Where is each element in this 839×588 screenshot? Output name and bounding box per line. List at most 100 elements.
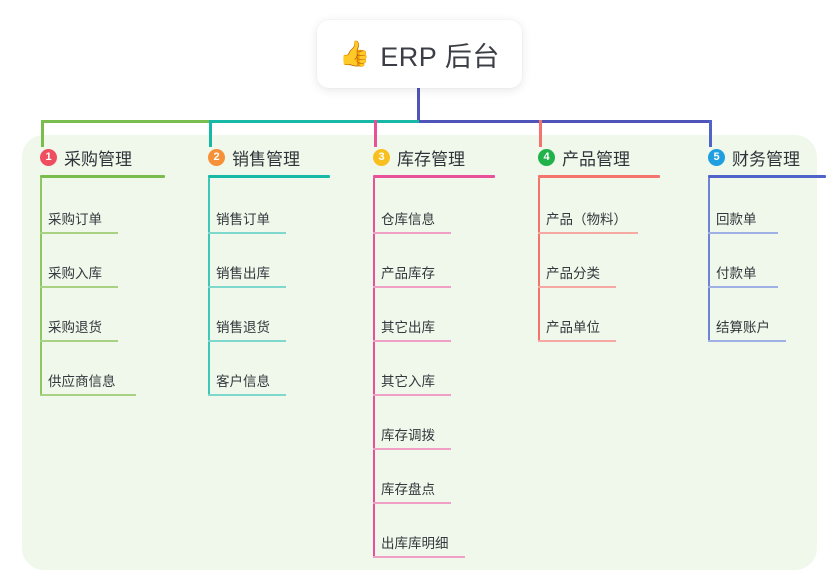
leaf-underline (40, 232, 118, 234)
bus-segment-teal (209, 120, 421, 123)
leaf-label: 结算账户 (716, 320, 770, 335)
leaf-item[interactable]: 销售订单 (190, 196, 296, 234)
drop-line-column-4 (539, 120, 542, 147)
leaf-label: 销售出库 (216, 266, 270, 281)
branch-spine-4 (538, 178, 540, 342)
leaf-label: 产品单位 (546, 320, 600, 335)
leaf-underline (373, 340, 451, 342)
leaf-underline (538, 286, 616, 288)
leaf-label: 产品分类 (546, 266, 600, 281)
leaf-underline (538, 340, 616, 342)
leaf-item[interactable]: 库存盘点 (355, 466, 461, 504)
leaf-underline (208, 232, 286, 234)
branch-title: 销售管理 (232, 149, 300, 169)
leaf-label: 回款单 (716, 212, 757, 227)
root-node[interactable]: 👍 ERP 后台 (317, 20, 522, 88)
leaf-label: 仓库信息 (381, 212, 435, 227)
branch-underline (208, 175, 330, 178)
drop-line-column-3 (374, 120, 377, 147)
leaf-label: 采购入库 (48, 266, 102, 281)
leaf-underline (40, 340, 118, 342)
branch-header-5[interactable]: 5 财务管理 (690, 146, 800, 169)
leaf-item[interactable]: 付款单 (690, 250, 788, 288)
branch-column-2: 2 销售管理 (190, 146, 330, 178)
root-stem-line (417, 88, 420, 123)
thumbs-up-icon: 👍 (339, 39, 371, 68)
leaf-item[interactable]: 采购入库 (22, 250, 128, 288)
leaf-label: 库存盘点 (381, 482, 435, 497)
branch-column-1: 1 采购管理 (22, 146, 165, 178)
branch-title: 库存管理 (397, 149, 465, 169)
leaf-item[interactable]: 产品（物料） (520, 196, 648, 234)
branch-number-badge: 3 (373, 148, 390, 166)
leaf-item[interactable]: 回款单 (690, 196, 788, 234)
leaf-underline (373, 556, 465, 558)
leaf-label: 采购退货 (48, 320, 102, 335)
branch-header-1[interactable]: 1 采购管理 (22, 146, 132, 169)
drop-line-column-2 (209, 120, 212, 147)
leaf-item[interactable]: 产品库存 (355, 250, 461, 288)
branch-underline (708, 175, 826, 178)
leaf-item[interactable]: 产品单位 (520, 304, 626, 342)
branch-column-5: 5 财务管理 (690, 146, 826, 178)
leaf-underline (208, 394, 286, 396)
branch-header-3[interactable]: 3 库存管理 (355, 146, 465, 169)
leaf-item[interactable]: 结算账户 (690, 304, 796, 342)
root-node-title: ERP 后台 (380, 41, 500, 72)
leaf-underline (373, 502, 451, 504)
leaf-label: 出库库明细 (381, 536, 449, 551)
leaf-underline (538, 232, 638, 234)
leaf-item[interactable]: 供应商信息 (22, 358, 146, 396)
bus-segment-green (41, 120, 211, 123)
leaf-underline (708, 232, 778, 234)
drop-line-column-1 (41, 120, 44, 147)
branch-title: 采购管理 (64, 149, 132, 169)
branch-number-badge: 4 (538, 148, 555, 166)
leaf-label: 销售退货 (216, 320, 270, 335)
leaf-underline (373, 448, 451, 450)
leaf-label: 客户信息 (216, 374, 270, 389)
leaf-underline (208, 286, 286, 288)
branch-number-badge: 2 (208, 148, 225, 166)
leaf-item[interactable]: 采购退货 (22, 304, 128, 342)
leaf-label: 供应商信息 (48, 374, 116, 389)
leaf-item[interactable]: 产品分类 (520, 250, 626, 288)
leaf-underline (708, 286, 778, 288)
branch-column-4: 4 产品管理 (520, 146, 660, 178)
leaf-item[interactable]: 其它出库 (355, 304, 461, 342)
leaf-item[interactable]: 出库库明细 (355, 520, 475, 558)
branch-header-2[interactable]: 2 销售管理 (190, 146, 300, 169)
leaf-item[interactable]: 库存调拨 (355, 412, 461, 450)
leaf-label: 销售订单 (216, 212, 270, 227)
leaf-underline (373, 286, 451, 288)
leaf-label: 产品（物料） (546, 212, 627, 227)
leaf-underline (40, 394, 136, 396)
leaf-label: 付款单 (716, 266, 757, 281)
leaf-label: 采购订单 (48, 212, 102, 227)
branch-number-badge: 1 (40, 148, 57, 166)
leaf-item[interactable]: 客户信息 (190, 358, 296, 396)
branch-spine-5 (708, 178, 710, 342)
drop-line-column-5 (709, 120, 712, 147)
leaf-underline (373, 394, 451, 396)
leaf-item[interactable]: 其它入库 (355, 358, 461, 396)
leaf-underline (40, 286, 118, 288)
branch-header-4[interactable]: 4 产品管理 (520, 146, 630, 169)
branch-underline (40, 175, 165, 178)
leaf-item[interactable]: 销售退货 (190, 304, 296, 342)
branch-number-badge: 5 (708, 148, 725, 166)
leaf-item[interactable]: 销售出库 (190, 250, 296, 288)
leaf-label: 其它入库 (381, 374, 435, 389)
leaf-item[interactable]: 仓库信息 (355, 196, 461, 234)
leaf-label: 库存调拨 (381, 428, 435, 443)
branch-underline (373, 175, 495, 178)
branch-spine-3 (373, 178, 375, 558)
branch-column-3: 3 库存管理 (355, 146, 495, 178)
branch-title: 产品管理 (562, 149, 630, 169)
branch-underline (538, 175, 660, 178)
leaf-underline (208, 340, 286, 342)
branch-title: 财务管理 (732, 149, 800, 169)
leaf-label: 产品库存 (381, 266, 435, 281)
leaf-item[interactable]: 采购订单 (22, 196, 128, 234)
